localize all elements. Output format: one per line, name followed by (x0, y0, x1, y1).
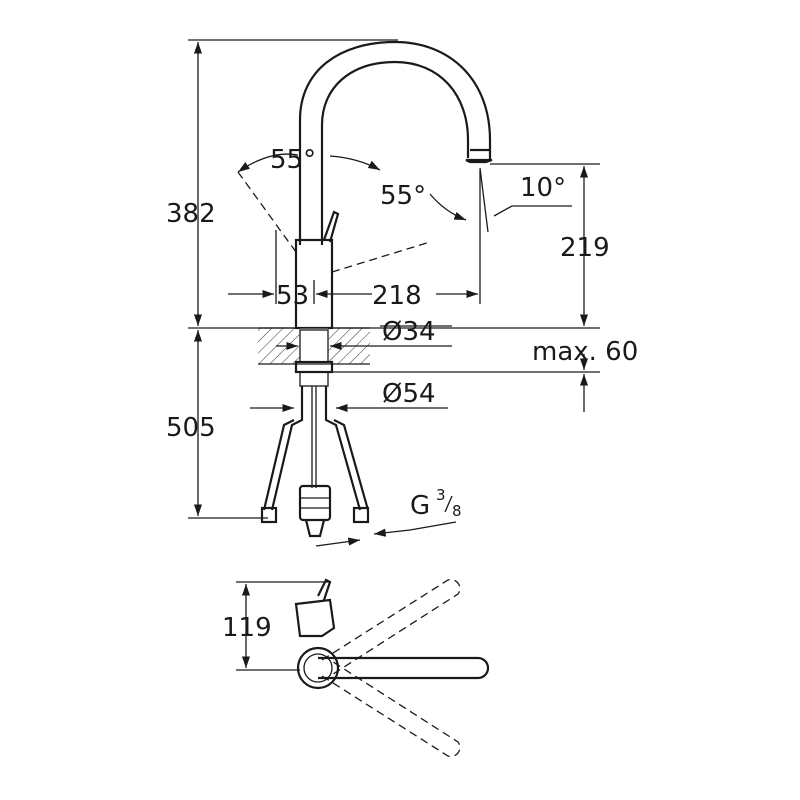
faucet-top-view (236, 578, 490, 758)
label-top-view-depth: 119 (222, 613, 272, 643)
label-deck-thickness: max. 60 (532, 337, 638, 367)
deck-section (258, 327, 370, 387)
label-thread-numerator: 3 (436, 486, 446, 504)
label-thread-denominator: 8 (452, 502, 462, 520)
label-height-total: 382 (166, 199, 216, 229)
label-body-offset: 53 (276, 281, 309, 311)
dimension-lines (188, 39, 600, 547)
dimension-labels: 382 55° 55° 10° 219 53 218 Ø34 max. 60 Ø… (166, 145, 638, 643)
label-swivel-left: 55° (270, 145, 316, 175)
label-swivel-right: 55° (380, 181, 426, 211)
label-hole-diameter: Ø34 (382, 317, 436, 347)
label-thread-prefix: G (410, 491, 430, 521)
label-base-diameter: Ø54 (382, 379, 436, 409)
label-spray-tilt: 10° (520, 173, 566, 203)
label-hose-length: 505 (166, 413, 216, 443)
label-spout-reach: 218 (372, 281, 422, 311)
supply-hoses (260, 386, 370, 538)
label-spout-height: 219 (560, 233, 610, 263)
